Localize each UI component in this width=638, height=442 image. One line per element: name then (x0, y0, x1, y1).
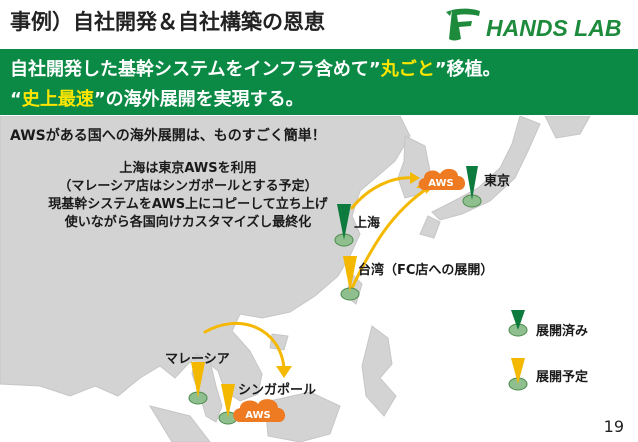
malaysia-marker-planned-icon (188, 362, 208, 405)
intro-text: AWSがある国への海外展開は、ものすごく簡単！ (10, 128, 326, 144)
headline-line-2: “史上最速”の海外展開を実現する。 (10, 89, 304, 110)
aws-cloud-icon: AWS (233, 399, 286, 422)
sumatra (148, 405, 211, 442)
page-number: 19 (603, 417, 624, 436)
city-label-shanghai: 上海 (354, 216, 381, 231)
aws-cloud-label: AWS (428, 178, 454, 189)
singapore-marker-planned-icon (218, 384, 238, 425)
arrowhead-shanghai-tokyo (410, 172, 420, 184)
legend-deployed-label: 展開済み (536, 324, 589, 339)
hainan (269, 333, 289, 351)
arrow-malaysia-to-singapore (203, 322, 286, 370)
legend-planned-icon (508, 358, 528, 391)
logo-text: HANDS LAB (486, 15, 621, 41)
city-label-taiwan: 台湾（FC店への展開） (358, 263, 494, 278)
arrow-shanghai-to-tokyo (350, 176, 416, 210)
highlight-text: 史上最速 (21, 89, 94, 110)
asia-map: AWS AWS (0, 116, 638, 442)
legend-planned-label: 展開予定 (536, 370, 589, 385)
aws-cloud-icon: AWS (418, 168, 466, 190)
city-label-singapore: シンガポール (238, 383, 317, 398)
philippines (361, 325, 397, 417)
taiwan-marker-planned-icon (340, 256, 360, 301)
japan-honshu (431, 116, 541, 221)
borneo (264, 391, 341, 442)
aws-cloud-label: AWS (245, 410, 271, 421)
mainland-china (0, 116, 411, 402)
arrowhead-singapore (276, 366, 292, 378)
japan-kyushu (419, 215, 441, 239)
hands-lab-logo: HANDS LAB (446, 8, 621, 41)
arrow-taiwan-to-tokyo (350, 186, 430, 290)
highlight-text: 丸ごと (380, 59, 435, 80)
city-label-tokyo: 東京 (484, 174, 511, 189)
page-title: 事例）自社開発＆自社構築の恩恵 (10, 10, 325, 34)
tokyo-marker-deployed-icon (462, 166, 482, 208)
note-text: 上海は東京AWSを利用 （マレーシア店はシンガポールとする予定） 現基幹システム… (48, 161, 328, 230)
japan-hokkaido (544, 116, 591, 139)
legend-deployed-icon (508, 310, 528, 337)
city-label-malaysia: マレーシア (165, 352, 230, 367)
headline-banner: 自社開発した基幹システムをインフラ含めて”丸ごと”移植。 “史上最速”の海外展開… (0, 49, 638, 115)
shanghai-marker-deployed-icon (334, 204, 354, 247)
headline-line-1: 自社開発した基幹システムをインフラ含めて”丸ごと”移植。 (10, 59, 501, 80)
